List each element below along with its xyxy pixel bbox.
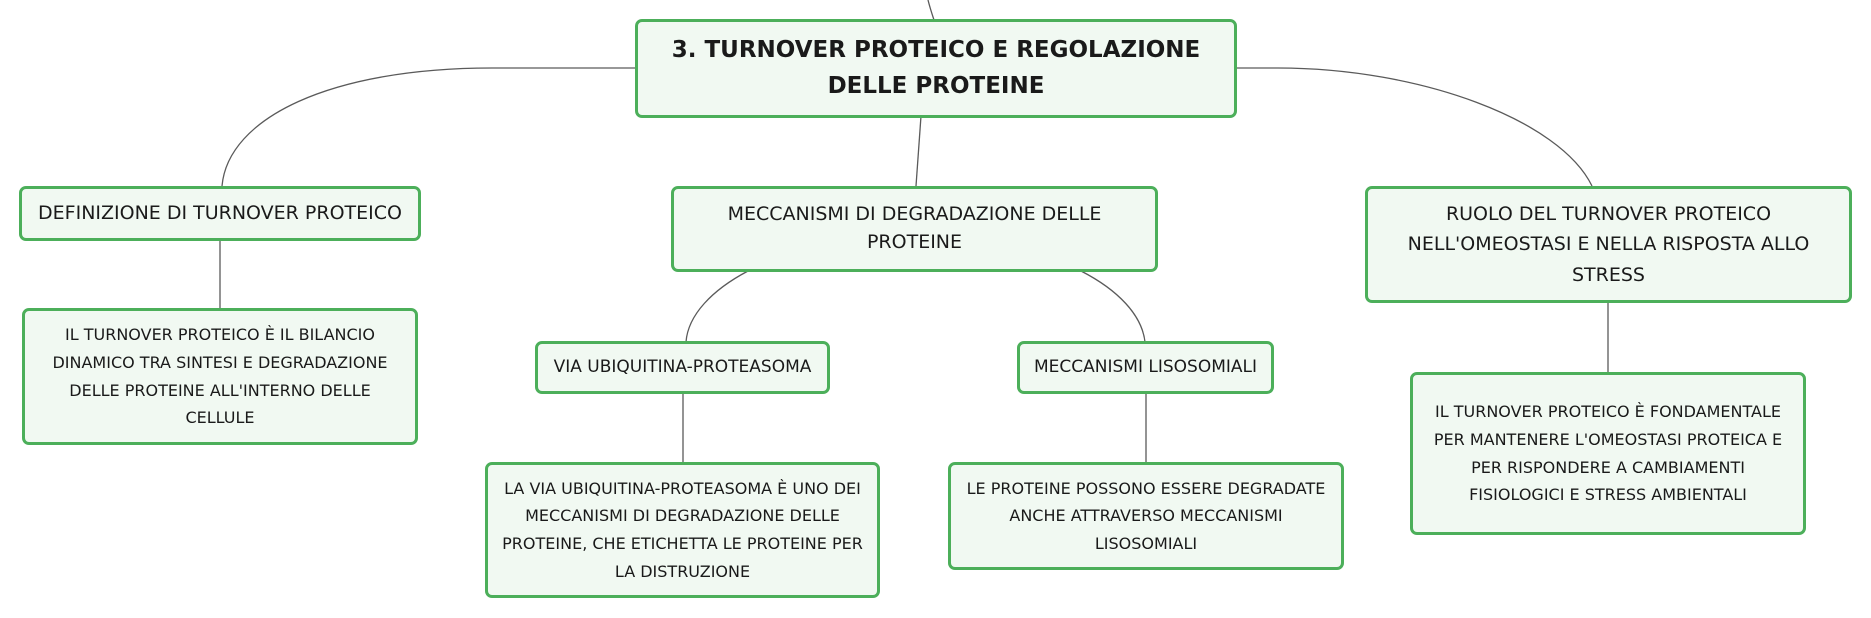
branch-node-ruolo[interactable]: RUOLO DEL TURNOVER PROTEICO NELL'OMEOSTA…: [1365, 186, 1852, 303]
connector-root-to-ruolo: [1236, 67, 1593, 187]
connector-parent-to-root: [927, 0, 935, 21]
branch-node-definizione-label: DEFINIZIONE DI TURNOVER PROTEICO: [38, 201, 402, 224]
subbranch-node-lisosomiali-label: MECCANISMI LISOSOMIALI: [1033, 357, 1257, 378]
detail-node-definizione[interactable]: IL TURNOVER PROTEICO È IL BILANCIO DINAM…: [22, 308, 418, 445]
branch-node-definizione[interactable]: DEFINIZIONE DI TURNOVER PROTEICO: [19, 186, 421, 241]
branch-node-meccanismi[interactable]: MECCANISMI DI DEGRADAZIONE DELLE PROTEIN…: [671, 186, 1158, 272]
detail-node-lisosomiali-text: LE PROTEINE POSSONO ESSERE DEGRADATE ANC…: [966, 478, 1326, 553]
branch-node-meccanismi-label: MECCANISMI DI DEGRADAZIONE DELLE PROTEIN…: [727, 203, 1102, 253]
root-node-label: 3. TURNOVER PROTEICO E REGOLAZIONE DELLE…: [671, 36, 1201, 99]
detail-node-definizione-text: IL TURNOVER PROTEICO È IL BILANCIO DINAM…: [52, 325, 388, 428]
detail-node-ubiquitina-text: LA VIA UBIQUITINA-PROTEASOMA È UNO DEI M…: [502, 478, 863, 581]
branch-node-ruolo-label: RUOLO DEL TURNOVER PROTEICO NELL'OMEOSTA…: [1407, 202, 1810, 286]
subbranch-node-ubiquitina[interactable]: VIA UBIQUITINA-PROTEASOMA: [535, 341, 830, 394]
connector-root-to-meccanismi: [915, 115, 922, 187]
connector-root-to-definizione: [221, 67, 636, 187]
detail-node-ruolo[interactable]: IL TURNOVER PROTEICO È FONDAMENTALE PER …: [1410, 372, 1806, 535]
detail-node-ruolo-text: IL TURNOVER PROTEICO È FONDAMENTALE PER …: [1433, 402, 1783, 505]
root-node[interactable]: 3. TURNOVER PROTEICO E REGOLAZIONE DELLE…: [635, 19, 1237, 118]
connector-meccanismi-to-lisosomiali: [1080, 270, 1146, 343]
subbranch-node-lisosomiali[interactable]: MECCANISMI LISOSOMIALI: [1017, 341, 1274, 394]
detail-node-ubiquitina[interactable]: LA VIA UBIQUITINA-PROTEASOMA È UNO DEI M…: [485, 462, 880, 598]
subbranch-node-ubiquitina-label: VIA UBIQUITINA-PROTEASOMA: [553, 357, 812, 378]
detail-node-lisosomiali[interactable]: LE PROTEINE POSSONO ESSERE DEGRADATE ANC…: [948, 462, 1344, 570]
connector-meccanismi-to-ubiquitina: [685, 270, 749, 343]
